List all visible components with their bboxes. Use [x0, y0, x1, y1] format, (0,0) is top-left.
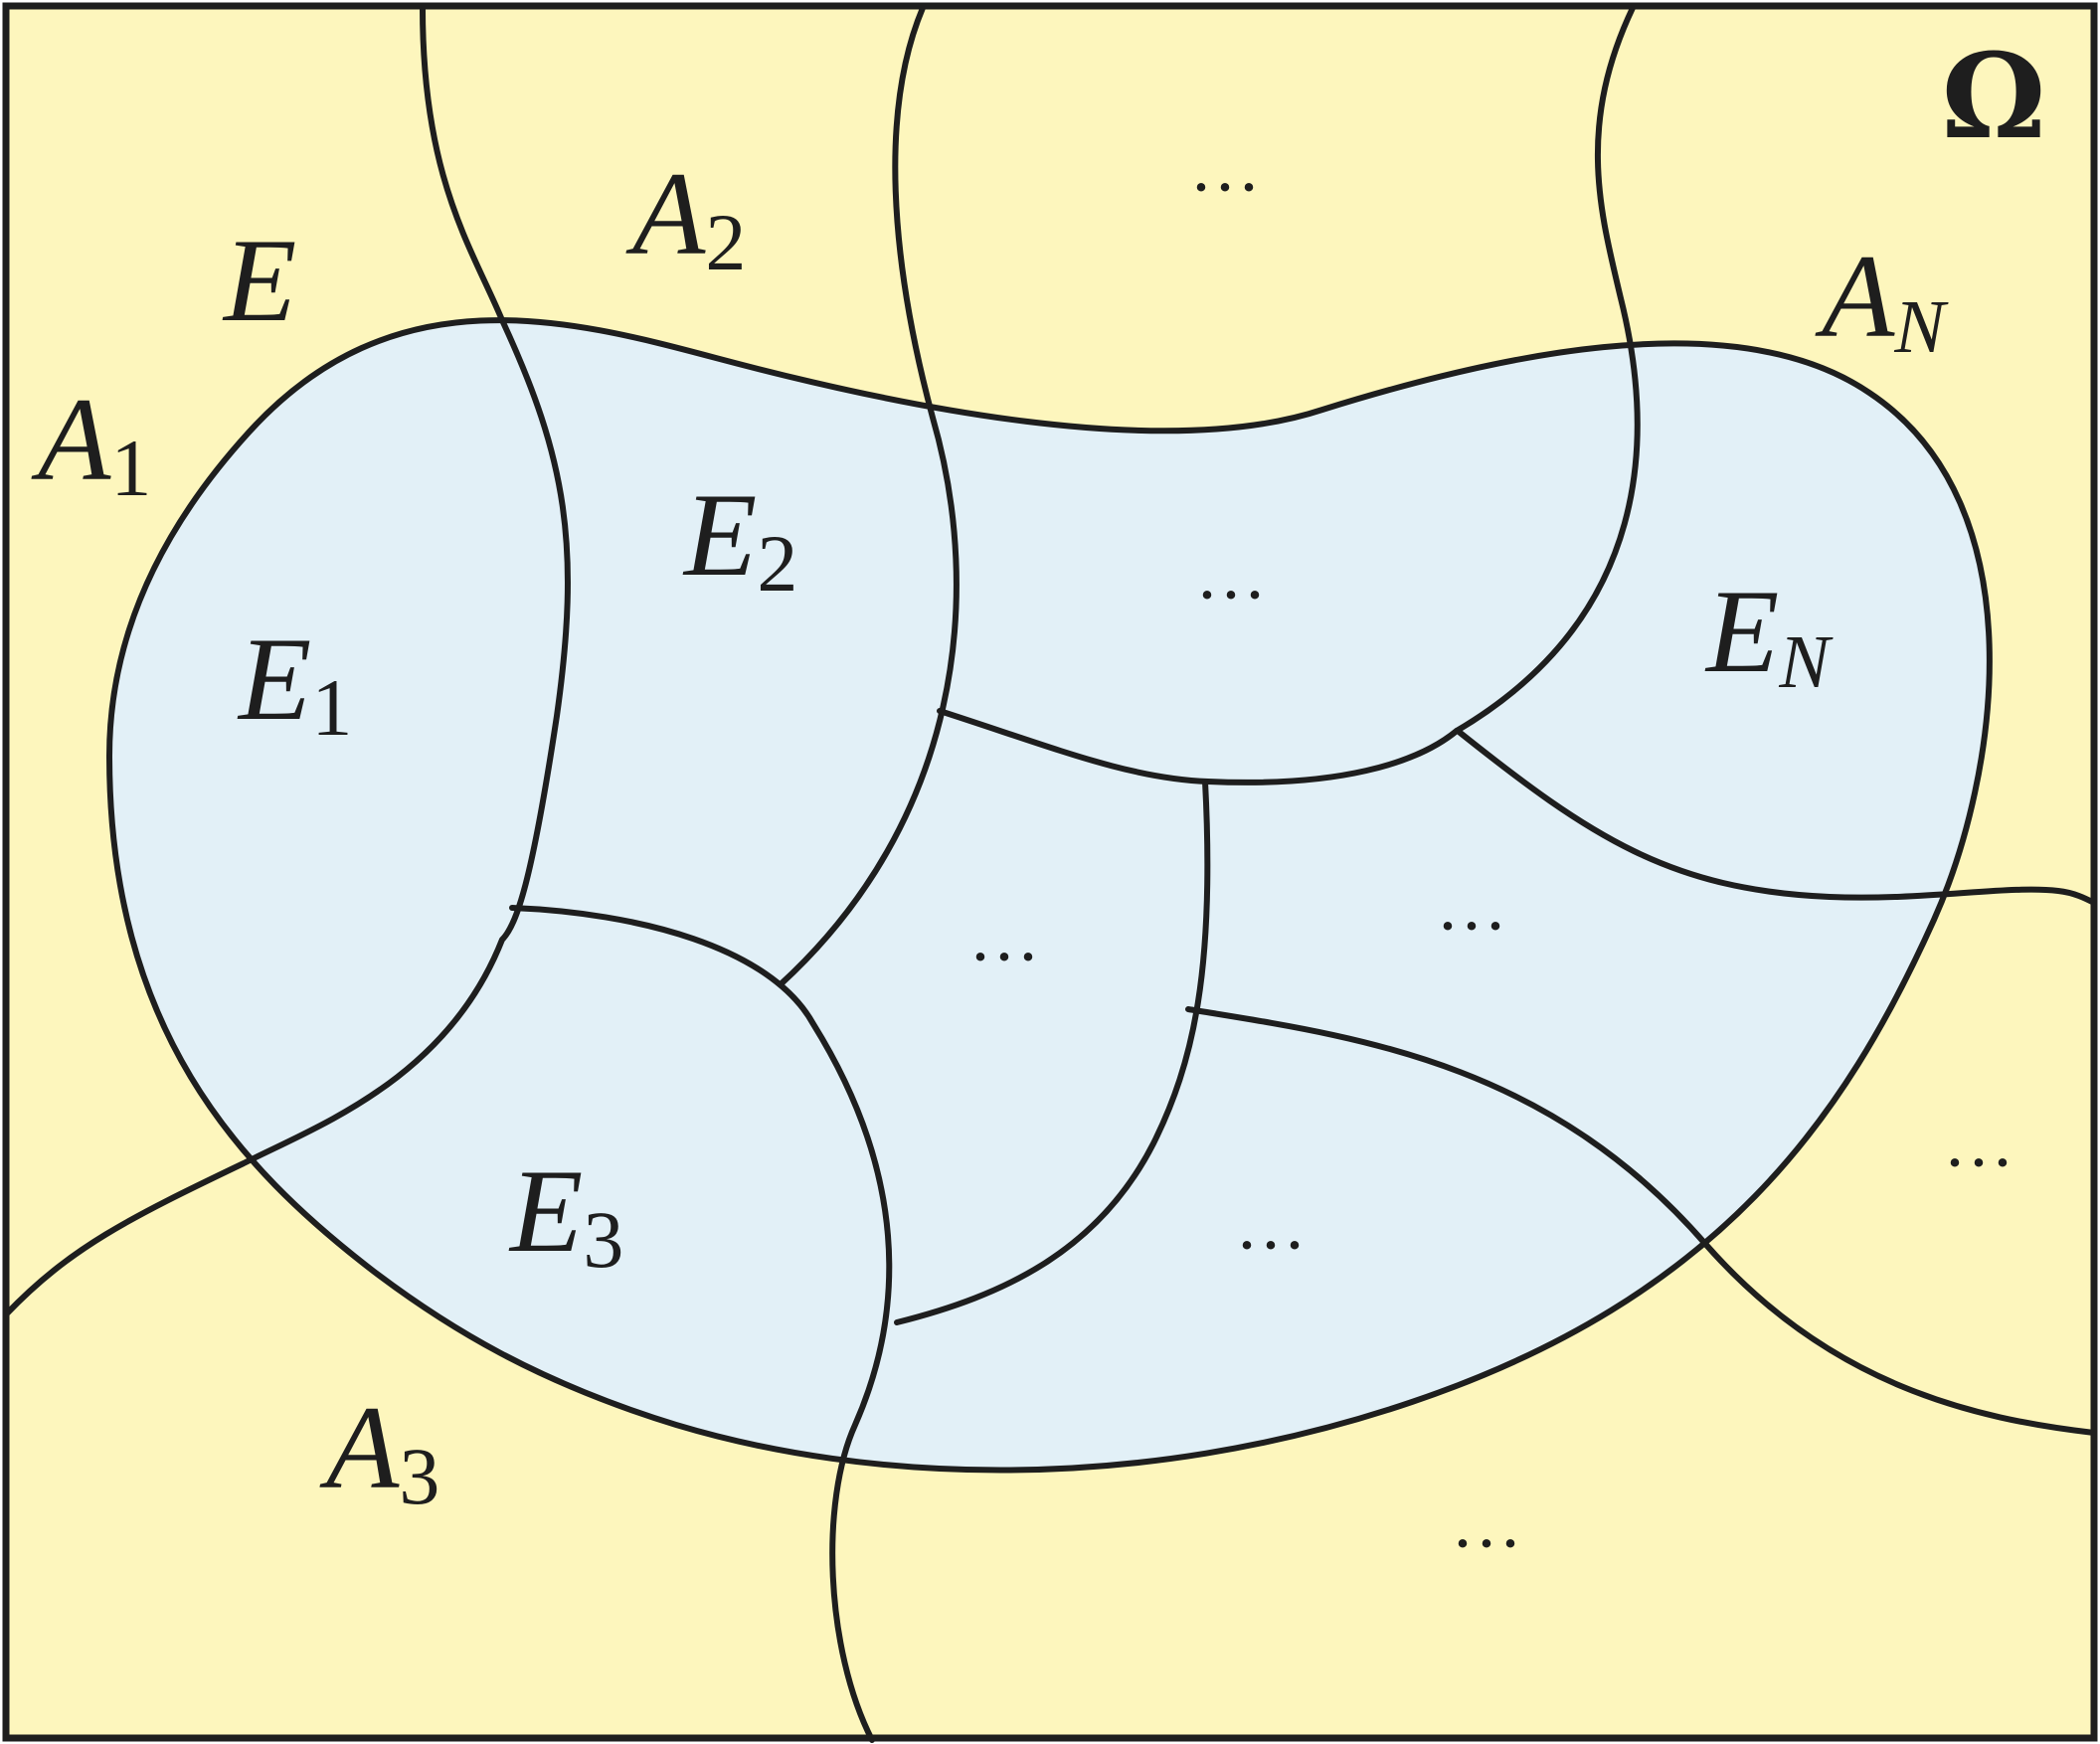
- partition-a1-label: A1: [31, 373, 151, 513]
- partition-boundaries: [3, 5, 2097, 1743]
- boundary-a2-an: [1454, 5, 1641, 734]
- ellipsis-e-lower-center: ···: [1235, 1205, 1307, 1285]
- ellipsis-top-middle: ···: [1189, 147, 1261, 227]
- boundary-a1-a2: [3, 5, 571, 1317]
- ellipsis-e-right-center: ···: [1436, 886, 1507, 965]
- event-e-label: E: [222, 214, 296, 346]
- event-e-region: [106, 317, 1993, 1474]
- intersection-en-label: EN: [1704, 565, 1834, 704]
- ellipsis-bottom: ···: [1451, 1503, 1522, 1583]
- boundary-e3-bottom: [509, 905, 893, 1743]
- partition-a2-label: A2: [625, 147, 746, 287]
- boundary-a2-center: [778, 5, 960, 987]
- boundary-en-right: [1455, 728, 2097, 906]
- intersection-e3-label: E3: [508, 1144, 623, 1285]
- universe-omega-label: Ω: [1941, 27, 2045, 165]
- intersection-e2-label: E2: [682, 468, 797, 609]
- ellipsis-e-top-center: ···: [1195, 555, 1267, 634]
- ellipsis-right-edge: ···: [1943, 1123, 2014, 1202]
- intersection-e1-label: E1: [237, 612, 352, 753]
- partition-a3-label: A3: [319, 1381, 439, 1521]
- partition-an-label: AN: [1815, 230, 1949, 369]
- ellipsis-e-center: ···: [968, 917, 1040, 996]
- boundary-lower-right: [1185, 1006, 2097, 1436]
- boundary-center-vertical: [894, 779, 1211, 1325]
